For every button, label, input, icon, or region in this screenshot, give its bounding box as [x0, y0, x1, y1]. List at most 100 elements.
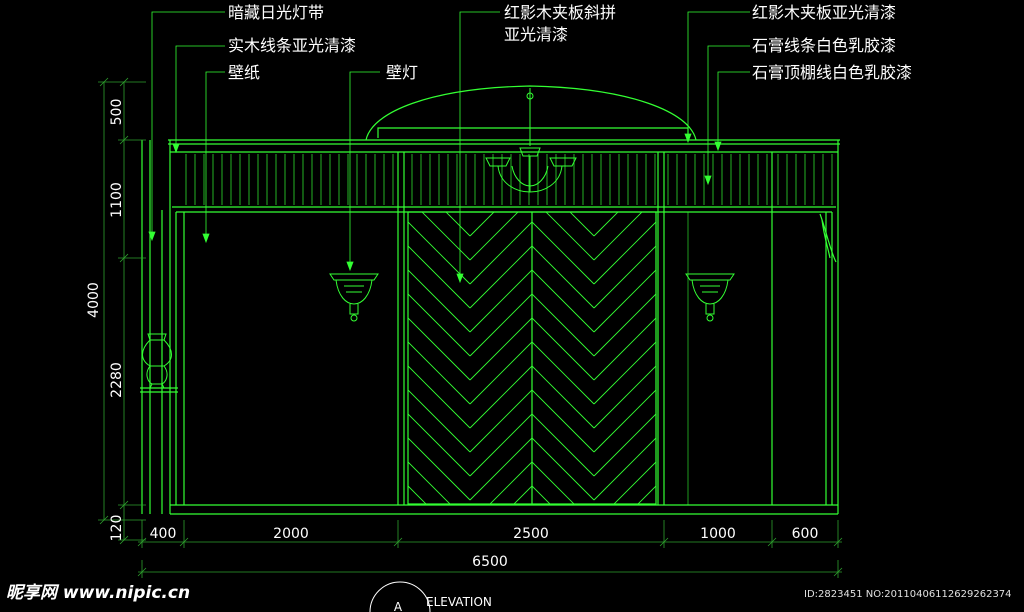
dim-h-2500: 2500 [513, 526, 549, 542]
line-segment [408, 269, 471, 333]
line-segment [469, 317, 532, 381]
line-segment [469, 437, 532, 501]
line-segment [408, 485, 427, 504]
line-segment [545, 212, 595, 261]
dim-v-4000: 4000 [86, 282, 102, 318]
line-segment [408, 365, 471, 429]
wall-lamp-left-icon [329, 273, 379, 322]
line-segment [613, 461, 656, 504]
label-red-panel-herringbone-line2: 亚光清漆 [504, 25, 568, 44]
line-segment [469, 389, 532, 453]
line-segment [408, 413, 471, 477]
line-segment [469, 212, 519, 261]
label-gypsum-trim: 石膏线条白色乳胶漆 [752, 36, 896, 55]
label-wood-trim: 实木线条亚光清漆 [228, 36, 356, 55]
herringbone-left [408, 212, 532, 596]
line-segment [532, 534, 594, 596]
line-segment [408, 510, 470, 572]
line-segment [532, 293, 595, 357]
line-segment [593, 212, 619, 237]
line-segment [593, 413, 656, 477]
line-segment [594, 212, 595, 213]
line-segment [532, 317, 595, 381]
wall-linework [140, 85, 840, 515]
line-segment [594, 534, 656, 596]
label-red-panel-matte: 红影木夹板亚光清漆 [752, 3, 896, 22]
chandelier-icon [485, 88, 577, 193]
dimension-labels: 500 1100 4000 2280 120 400 2000 2500 100… [86, 99, 818, 570]
line-segment [532, 461, 575, 504]
line-segment [408, 389, 471, 453]
label-gypsum-ceiling-trim: 石膏顶棚线白色乳胶漆 [752, 63, 912, 82]
line-segment [532, 221, 595, 285]
line-segment [532, 389, 595, 453]
dim-h-1000: 1000 [700, 526, 736, 542]
dim-h-400: 400 [150, 526, 177, 542]
dim-h-600: 600 [792, 526, 819, 542]
line-segment [593, 212, 643, 261]
line-segment [408, 437, 471, 501]
label-red-panel-herringbone-line1: 红影木夹板斜拼 [504, 3, 616, 22]
line-segment [532, 485, 551, 504]
cornice-slats [185, 154, 833, 205]
line-segment [532, 245, 595, 309]
line-segment [513, 485, 532, 504]
dim-h-2000: 2000 [273, 526, 309, 542]
line-segment [408, 293, 471, 357]
line-segment [408, 534, 470, 596]
line-segment [593, 221, 656, 285]
section-mark: A [394, 600, 403, 612]
line-segment [532, 269, 595, 333]
line-segment [532, 365, 595, 429]
line-segment [532, 437, 595, 501]
line-segment [637, 485, 656, 504]
line-segment [408, 245, 471, 309]
dim-v-120: 120 [109, 515, 125, 542]
line-segment [593, 389, 656, 453]
line-segment [594, 558, 656, 612]
dim-total: 6500 [472, 554, 508, 570]
line-segment [593, 317, 656, 381]
line-segment [470, 212, 471, 213]
herringbone-panel [408, 212, 656, 612]
line-segment [532, 413, 595, 477]
line-segment [593, 269, 656, 333]
line-segment [408, 317, 471, 381]
drawing-title: ELEVATION [426, 595, 492, 609]
vase-icon [142, 333, 172, 389]
label-wallpaper: 壁纸 [228, 63, 260, 82]
line-segment [469, 293, 532, 357]
line-segment [469, 269, 532, 333]
footer: 昵享网 www.nipic.cn ID:2823451 NO:201104061… [6, 581, 1012, 612]
section-mark-icon [369, 581, 431, 612]
leader-lines [148, 11, 750, 284]
image-id: ID:2823451 NO:20110406112629262374 [804, 589, 1012, 600]
line-segment [593, 341, 656, 405]
dim-v-1100: 1100 [109, 182, 125, 218]
label-hidden-light-strip: 暗藏日光灯带 [228, 3, 324, 22]
line-segment [593, 365, 656, 429]
dimension-lines [98, 77, 843, 578]
line-segment [469, 341, 532, 405]
line-segment [408, 341, 471, 405]
line-segment [594, 510, 656, 572]
line-segment [532, 558, 594, 612]
dim-v-2280: 2280 [109, 362, 125, 398]
line-segment [593, 293, 656, 357]
line-segment [469, 212, 495, 237]
annotations: 暗藏日光灯带 实木线条亚光清漆 壁纸 壁灯 红影木夹板斜拼 亚光清漆 红影木夹板… [228, 3, 912, 82]
line-segment [569, 212, 595, 237]
line-segment [593, 245, 656, 309]
watermark: 昵享网 www.nipic.cn [6, 583, 190, 603]
label-wall-lamp: 壁灯 [386, 63, 418, 82]
line-segment [469, 365, 532, 429]
line-segment [532, 341, 595, 405]
line-segment [469, 413, 532, 477]
line-segment [408, 461, 451, 504]
line-segment [489, 461, 532, 504]
wall-lamp-right-icon [685, 273, 735, 322]
line-segment [469, 245, 532, 309]
line-segment [469, 221, 532, 285]
line-segment [593, 437, 656, 501]
